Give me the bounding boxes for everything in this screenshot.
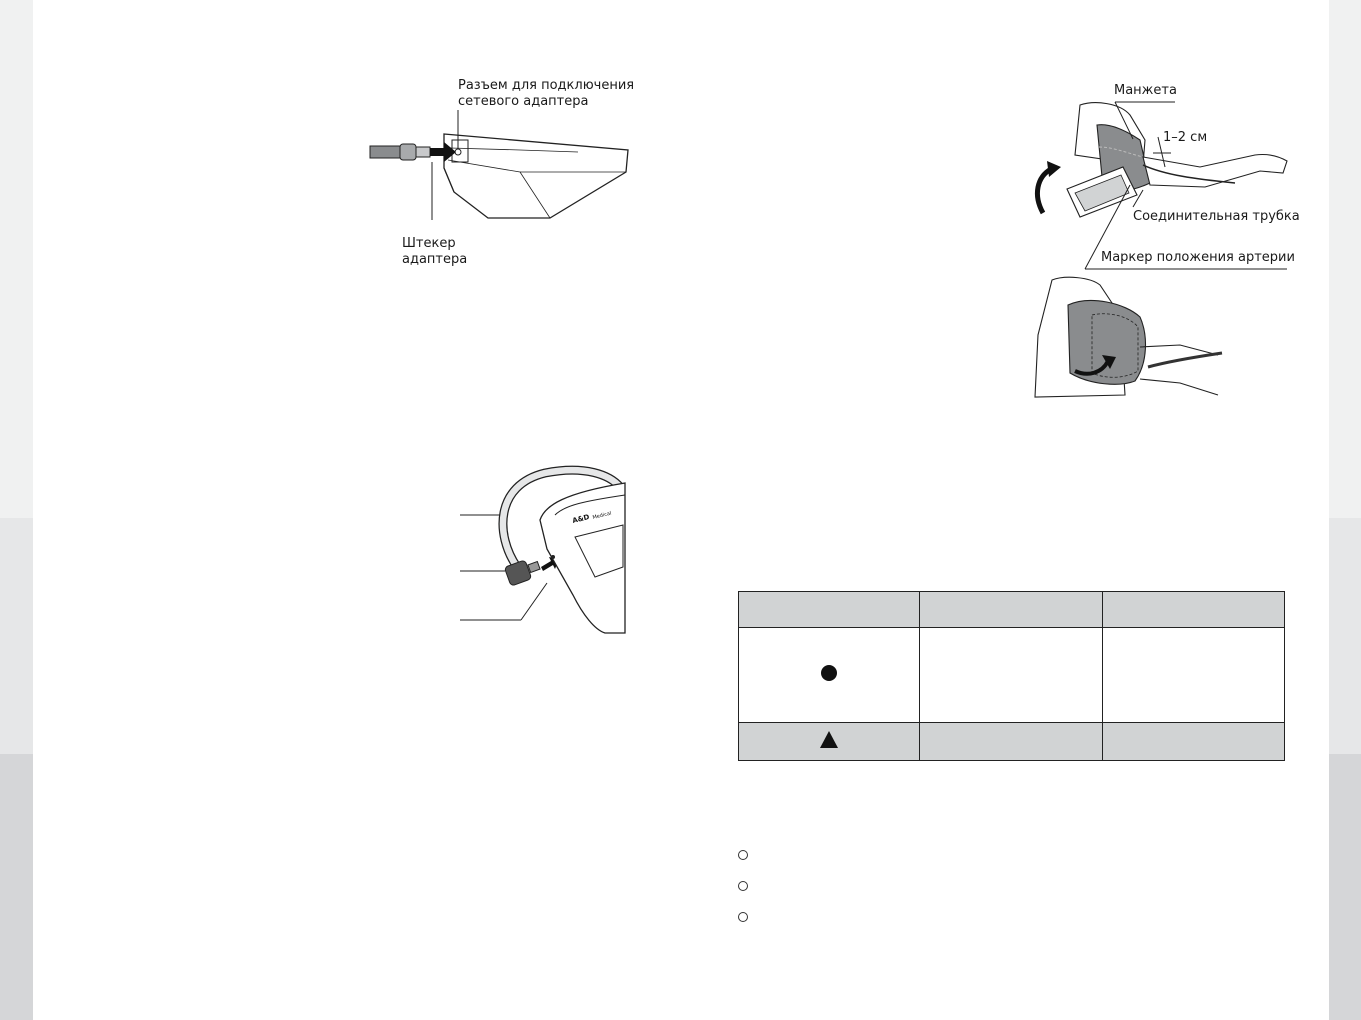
table-cell [919,722,1103,761]
plug-label-line1: Штекер [402,236,456,251]
bullet-circle-icon [738,881,748,891]
indicator-table [737,591,1286,761]
air-hose-connection-illustration: A&D Medical [460,465,626,634]
artery-marker-label: Маркер положения артерии [1101,250,1295,265]
left-margin [0,0,33,1020]
cuff-application-illustration-2 [1034,276,1223,398]
table-cell-symbol [737,722,921,761]
distance-label: 1–2 см [1163,130,1208,145]
table-row [737,627,1286,723]
filled-circle-icon [821,665,838,681]
tube-label: Соединительная трубка [1133,209,1300,224]
plug-label-line2: адаптера [402,252,468,267]
connector-label-line1: Разъем для подключения [458,78,635,93]
table-header-cell [919,591,1103,628]
svg-text:Medical: Medical [592,510,612,520]
table-header-row [737,591,1286,628]
adapter-connection-illustration [369,110,629,220]
connector-label-line2: сетевого адаптера [458,94,589,109]
cuff-label: Манжета [1114,83,1177,98]
bullet-circle-icon [738,912,748,922]
table-header-cell [1101,591,1286,628]
table-cell [919,627,1103,723]
table-cell [1101,722,1286,761]
table-row [737,722,1286,761]
cuff-application-illustration-1 [1034,101,1288,270]
bullet-circle-icon [738,850,748,860]
filled-triangle-icon [820,731,839,748]
table-cell [1101,627,1286,723]
table-header-cell [737,591,921,628]
table-cell-symbol [737,627,921,723]
right-margin [1329,0,1361,1020]
